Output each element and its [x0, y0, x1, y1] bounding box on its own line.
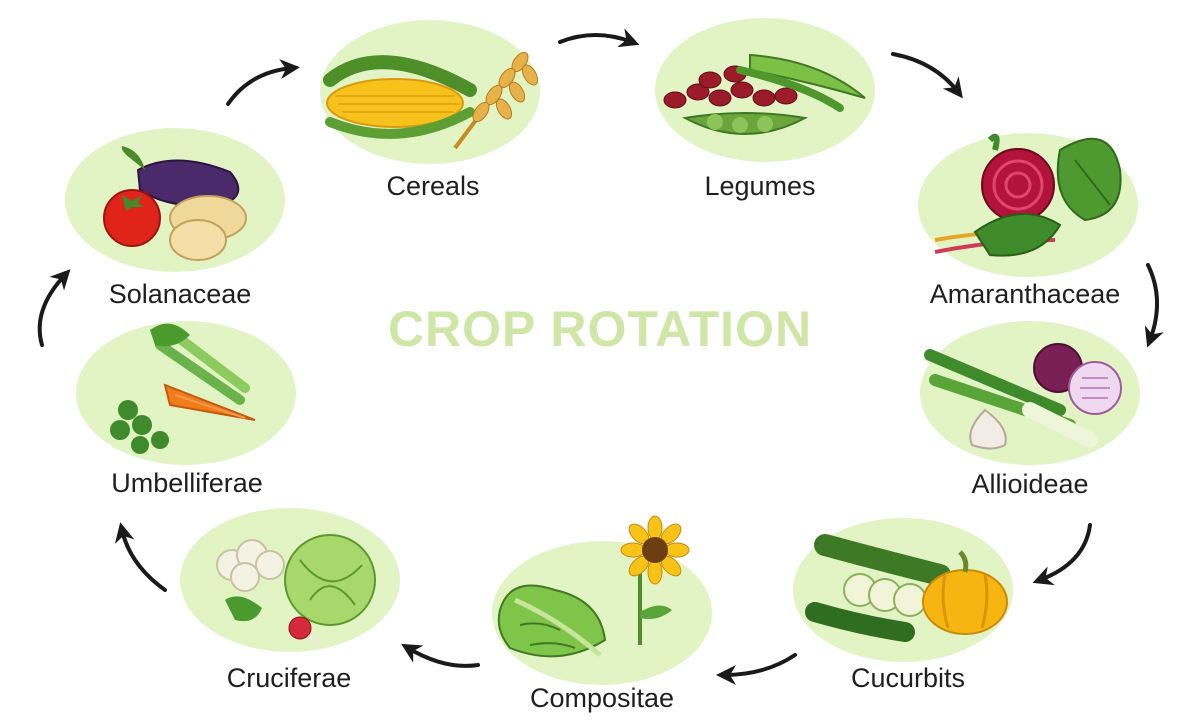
- label-allioideae: Allioideae: [971, 469, 1088, 499]
- stage-compositae: Compositae: [492, 515, 712, 713]
- label-cereals: Cereals: [386, 171, 479, 201]
- beans-and-peas-icon: [663, 53, 866, 135]
- label-cruciferae: Cruciferae: [227, 663, 352, 693]
- label-solanaceae: Solanaceae: [109, 279, 252, 309]
- label-umbelliferae: Umbelliferae: [111, 468, 263, 498]
- arrow-compositae-to-cruciferae: [401, 643, 480, 668]
- arrow-solanaceae-to-cereals: [226, 59, 300, 106]
- label-cucurbits: Cucurbits: [851, 663, 965, 693]
- arrow-umbelliferae-to-solanaceae: [37, 269, 71, 347]
- stage-umbelliferae: Umbelliferae: [76, 321, 296, 498]
- arrow-amaranthaceae-to-allioideae: [1144, 263, 1164, 348]
- cauliflower-cabbage-radish-icon: [216, 534, 376, 647]
- stage-amaranthaceae: Amaranthaceae: [918, 133, 1138, 309]
- stage-cereals: Cereals: [320, 20, 540, 201]
- arrow-cruciferae-to-umbelliferae: [114, 522, 167, 592]
- corn-and-wheat-icon: [323, 51, 539, 150]
- label-compositae: Compositae: [530, 683, 674, 713]
- eggplant-tomato-potato-icon: [103, 146, 247, 261]
- zucchini-squash-cucumber-icon: [805, 534, 1008, 642]
- stage-legumes: Legumes: [655, 18, 875, 201]
- label-amaranthaceae: Amaranthaceae: [930, 279, 1121, 309]
- diagram-title: CROP ROTATION: [388, 301, 812, 357]
- stage-cruciferae: Cruciferae: [180, 508, 400, 693]
- beetroot-and-spinach-icon: [934, 133, 1122, 257]
- arrow-legumes-to-amaranthaceae: [891, 52, 963, 99]
- lettuce-and-sunflower-icon: [497, 515, 690, 658]
- carrot-celery-parsley-icon: [110, 323, 256, 454]
- label-legumes: Legumes: [704, 171, 815, 201]
- stage-allioideae: Allioideae: [920, 321, 1140, 499]
- arrow-allioideae-to-cucurbits: [1032, 523, 1092, 586]
- arrow-cereals-to-legumes: [558, 28, 640, 48]
- leek-onion-garlic-icon: [924, 343, 1122, 450]
- stage-solanaceae: Solanaceae: [65, 128, 285, 309]
- stage-cucurbits: Cucurbits: [793, 518, 1013, 693]
- arrow-cucurbits-to-compositae: [716, 653, 797, 685]
